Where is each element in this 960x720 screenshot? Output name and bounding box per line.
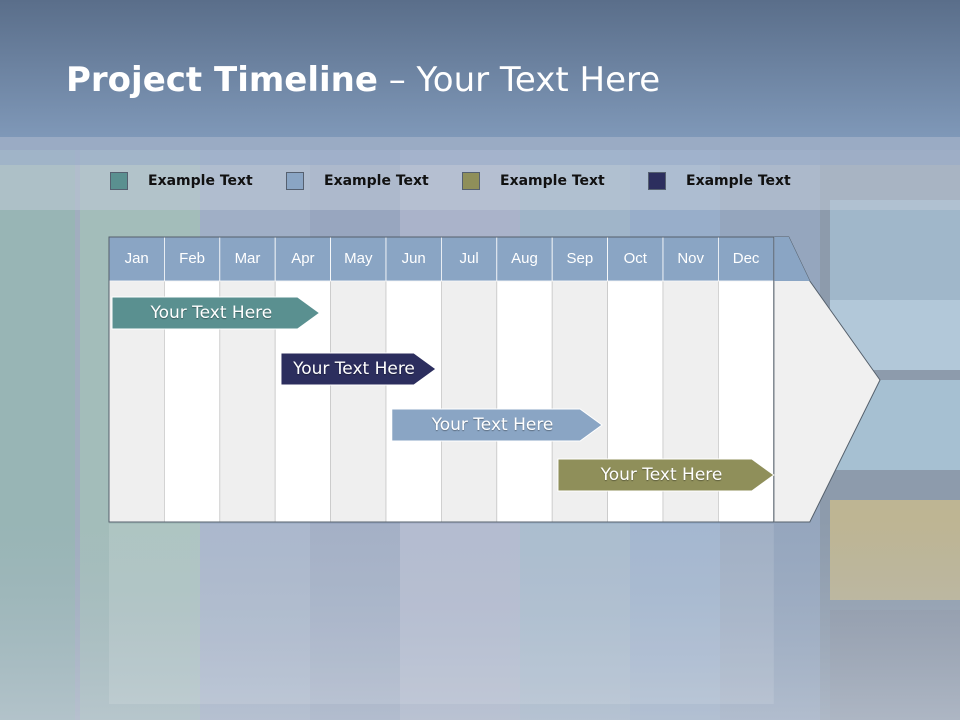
legend-label: Example Text (148, 173, 253, 189)
task-label: Your Text Here (431, 415, 554, 435)
month-column (385, 280, 442, 523)
month-header-cell (274, 236, 332, 282)
month-label: Mar (234, 250, 261, 267)
timeline-reflection (109, 524, 774, 704)
month-header-cell (662, 236, 719, 282)
month-column (496, 280, 553, 523)
title-banner (0, 0, 960, 137)
legend-swatch (462, 172, 480, 190)
month-label: Nov (677, 250, 705, 267)
legend-label: Example Text (500, 173, 605, 189)
month-label: Feb (179, 250, 206, 267)
legend-item: Example Text (462, 170, 605, 192)
slide-title: Project Timeline – Your Text Here (66, 60, 660, 100)
month-column (330, 280, 387, 523)
legend-swatch (110, 172, 128, 190)
title-rest: – Your Text Here (377, 60, 661, 100)
month-header-cell (330, 236, 387, 282)
legend-item: Example Text (110, 170, 253, 192)
month-label: Apr (291, 250, 315, 267)
timeline-frame (108, 236, 775, 523)
task-label: Your Text Here (150, 303, 273, 323)
month-label: Jun (401, 250, 426, 267)
task-label: Your Text Here (600, 465, 723, 485)
month-header-cell (718, 236, 775, 282)
month-label: May (344, 250, 373, 267)
title-bold: Project Timeline (66, 60, 378, 100)
legend-item: Example Text (648, 170, 791, 192)
month-label: Oct (623, 250, 647, 267)
month-label: Aug (511, 250, 538, 267)
task-label: Your Text Here (293, 359, 415, 379)
task-bar (391, 408, 603, 442)
legend-item: Example Text (286, 170, 429, 192)
month-label: Dec (732, 250, 760, 267)
legend-swatch (648, 172, 666, 190)
task-bar (557, 458, 775, 492)
legend-swatch (286, 172, 304, 190)
timeline-arrow-header (773, 237, 810, 281)
month-label: Jan (124, 250, 149, 267)
month-header-cell (551, 236, 609, 282)
legend-label: Example Text (324, 173, 429, 189)
month-column (440, 280, 498, 523)
month-header-cell (607, 236, 664, 282)
month-label: Sep (566, 250, 594, 267)
task-bar (111, 296, 321, 330)
task-bar (280, 352, 437, 386)
month-label: Jul (459, 250, 479, 267)
legend-strip (0, 137, 960, 165)
legend-label: Example Text (686, 173, 791, 189)
